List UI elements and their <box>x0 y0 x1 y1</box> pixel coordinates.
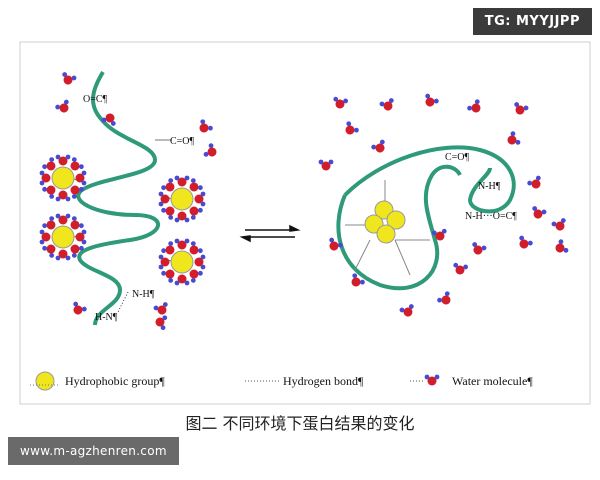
water-molecule <box>555 239 569 253</box>
shell-water-molecule <box>70 157 84 171</box>
shell-water-molecule <box>55 154 71 166</box>
shell-water-molecule <box>42 157 56 171</box>
legend: Hydrophobic group¶ Hydrogen bond¶ Water … <box>30 371 533 391</box>
hydrophobic-cluster-4 <box>170 250 194 274</box>
water-molecule <box>199 119 213 133</box>
shell-water-molecule <box>75 229 87 245</box>
water-molecule <box>101 113 116 126</box>
watermark-top: TG: MYYJJPP <box>472 8 592 35</box>
shell-water-molecule <box>70 185 84 199</box>
label-nh-right: N-H¶ <box>478 181 501 192</box>
shell-water-molecule <box>174 175 190 187</box>
water-molecule <box>155 315 168 331</box>
label-nh-left: N-H¶ <box>132 289 155 300</box>
water-molecule <box>425 93 439 107</box>
hydrophobic-cluster-2 <box>170 187 194 211</box>
hbond-left <box>117 291 129 313</box>
legend-water-molecule <box>424 374 440 386</box>
legend-hbond-label: Hydrogen bond¶ <box>283 374 364 388</box>
water-molecule <box>472 242 487 255</box>
water-molecule <box>333 96 349 109</box>
water-molecule <box>345 121 359 135</box>
shell-water-molecule <box>55 190 71 202</box>
shell-water-molecule <box>189 269 203 283</box>
shell-water-molecule <box>55 249 71 261</box>
water-molecule <box>318 159 334 171</box>
shell-water-molecule <box>158 254 170 270</box>
water-molecule <box>514 102 529 115</box>
water-molecule <box>153 302 168 315</box>
folded-protein-chain-inner <box>336 164 462 291</box>
watermark-bottom: www.m-agzhenren.com <box>8 437 179 465</box>
water-molecule <box>453 262 469 275</box>
water-molecule <box>467 99 481 113</box>
shell-water-molecule <box>161 241 175 255</box>
water-molecule <box>399 304 414 317</box>
water-molecule <box>73 301 87 315</box>
core-links <box>345 180 430 276</box>
shell-water-molecule <box>174 211 190 223</box>
water-molecule <box>371 139 385 153</box>
free-water-molecules <box>55 72 569 331</box>
shell-water-molecule <box>55 213 71 225</box>
hydrophobic-core <box>364 200 406 244</box>
label-oc-top: O=C¶ <box>83 94 108 105</box>
water-molecule <box>203 143 217 157</box>
label-co-top-mid: C=O¶ <box>170 136 195 147</box>
shell-water-molecule <box>42 185 56 199</box>
legend-water-icon <box>424 374 440 386</box>
legend-hydrophobic-label: Hydrophobic group¶ <box>65 374 165 388</box>
equilibrium-arrows <box>239 224 301 243</box>
hydrophobic-cluster-1 <box>51 166 75 190</box>
legend-water-label: Water molecule¶ <box>452 374 533 388</box>
shell-water-molecule <box>42 216 56 230</box>
hydrophobic-cluster-3 <box>51 225 75 249</box>
label-nh-oc-right: N-H···O=C¶ <box>465 211 517 222</box>
water-molecule <box>55 99 69 113</box>
label-co-right: C=O¶ <box>445 152 470 163</box>
shell-water-molecule <box>189 178 203 192</box>
shell-water-molecule <box>194 191 206 207</box>
water-molecule <box>527 175 541 189</box>
unfolded-protein-chain <box>76 70 160 326</box>
water-molecule <box>431 228 447 241</box>
shell-water-molecule <box>189 206 203 220</box>
figure-caption: 图二 不同环境下蛋白结果的变化 <box>185 414 415 433</box>
shell-water-molecule <box>161 269 175 283</box>
water-molecule <box>379 98 394 111</box>
water-molecule <box>532 206 547 219</box>
shell-water-molecule <box>161 178 175 192</box>
shell-water-molecule <box>194 254 206 270</box>
water-molecule <box>437 291 451 305</box>
label-hn-left: H-N¶ <box>95 312 118 323</box>
shell-water-molecule <box>174 274 190 286</box>
shell-water-molecule <box>39 229 51 245</box>
shell-water-molecule <box>39 170 51 186</box>
shell-water-molecule <box>174 238 190 250</box>
water-molecule <box>519 235 533 249</box>
shell-water-molecule <box>189 241 203 255</box>
folded-protein-chain-outer <box>343 145 516 214</box>
shell-water-molecule <box>161 206 175 220</box>
cluster-water-shells <box>39 154 206 286</box>
shell-water-molecule <box>70 244 84 258</box>
shell-water-molecule <box>158 191 170 207</box>
water-molecule <box>351 273 365 287</box>
shell-water-molecule <box>70 216 84 230</box>
diagram-frame <box>19 41 591 405</box>
water-molecule <box>329 237 343 251</box>
legend-hydrophobic-icon <box>35 371 55 391</box>
shell-water-molecule <box>75 170 87 186</box>
water-molecule <box>62 72 77 85</box>
water-molecule <box>551 218 566 231</box>
shell-water-molecule <box>42 244 56 258</box>
water-molecule <box>507 131 521 145</box>
